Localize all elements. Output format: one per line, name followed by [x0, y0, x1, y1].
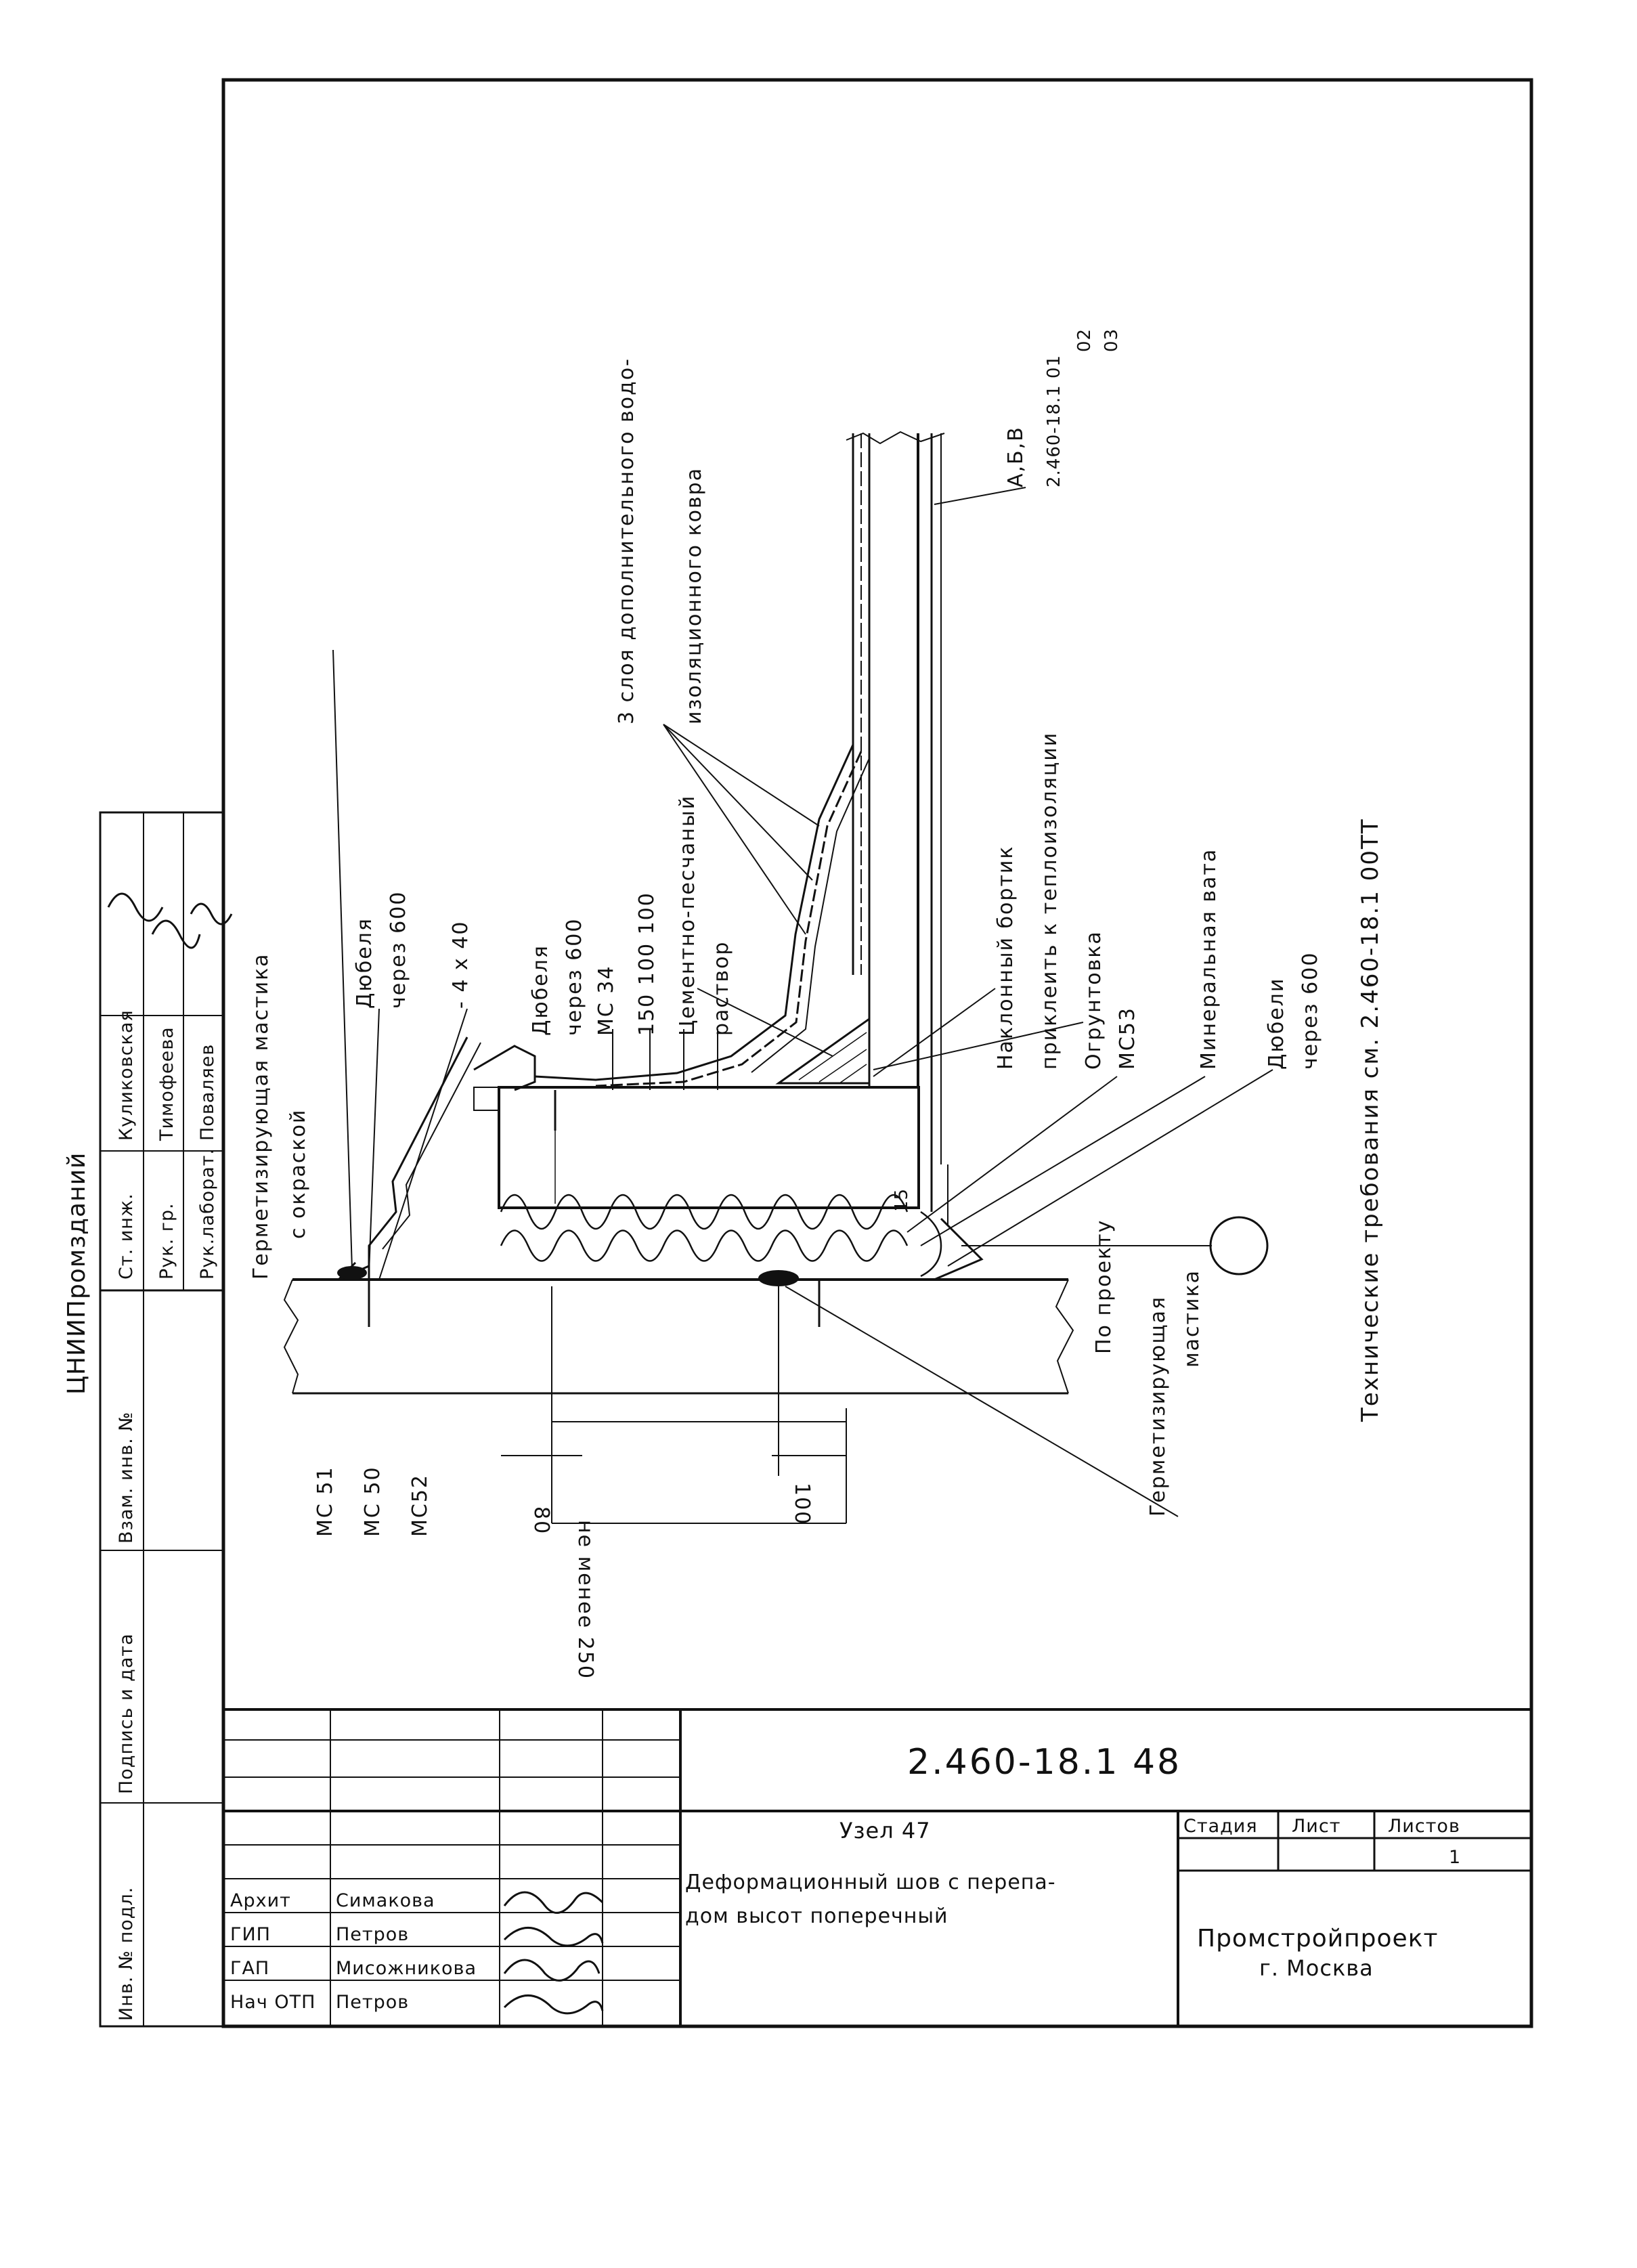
drawing-labels: Герметизирующая мастика с окраской Дюбел…	[249, 328, 1384, 1680]
label-bortik: Наклонный бортик	[994, 845, 1018, 1070]
sheets-value: 1	[1449, 1847, 1461, 1868]
label-layers-l2: изоляционного ковра	[682, 467, 706, 724]
person-name-3: Мисожникова	[336, 1958, 477, 1979]
person-name-1: Симакова	[336, 1890, 435, 1911]
sheet-header: Лист	[1292, 1816, 1340, 1837]
drawing-frame	[221, 78, 1533, 2028]
person-role-4: Нач ОТП	[230, 1992, 315, 2013]
doc-number: 2.460-18.1 48	[907, 1742, 1181, 1783]
label-dowels1-l1: Дюбеля	[353, 917, 376, 1009]
label-sealant2-l1: Герметизирующая	[1146, 1296, 1170, 1517]
label-dowels1-l2: через 600	[387, 891, 410, 1009]
label-mc34: МС 34	[594, 965, 618, 1036]
label-ref-abv-l4: 03	[1101, 328, 1122, 352]
label-dowels3-l1: Дюбели	[1265, 978, 1288, 1070]
label-ref-abv-l1: А,Б,В	[1004, 426, 1028, 487]
label-sealant-l1: Герметизирующая мастика	[249, 953, 273, 1280]
title-block: 2.460-18.1 48 Узел 47 Деформационный шов…	[223, 1708, 1531, 2026]
label-dim15: 15	[892, 1188, 912, 1212]
label-sealant2-l2: мастика	[1180, 1269, 1204, 1368]
person-role-3: ГАП	[230, 1958, 269, 1979]
title-line-1: Деформационный шов с перепа-	[685, 1871, 1056, 1894]
side-stamp-org: ЦНИИПромзданий	[63, 1152, 91, 1395]
side-stamp-role-3: Рук.лаборат.	[197, 1148, 218, 1280]
node-number: Узел 47	[839, 1818, 931, 1844]
org-name: Промстройпроект	[1197, 1925, 1438, 1953]
sheets-header: Листов	[1388, 1816, 1460, 1837]
section-geometry	[283, 431, 1273, 1524]
label-mc52: МС52	[408, 1474, 432, 1537]
label-sealant-l2: с окраской	[286, 1109, 310, 1239]
label-layers-l1: 3 слоя дополнительного водо-	[615, 357, 638, 724]
label-dim80: 80	[529, 1506, 553, 1535]
person-role-1: Архит	[230, 1890, 291, 1911]
label-tech-requirements: Технические требования см. 2.460-18.1 00…	[1357, 818, 1384, 1422]
side-stamp-name-3: Поваляев	[197, 1044, 218, 1141]
left-strip: Взам. инв. № Подпись и дата Инв. № подл.	[99, 1289, 225, 2028]
label-dims-top: 150 100 100	[635, 892, 659, 1036]
side-stamp-role-1: Ст. инж.	[116, 1193, 137, 1280]
col-sign: Подпись и дата	[116, 1633, 137, 1794]
label-dim100: 100	[790, 1483, 814, 1525]
label-mortar-l2: раствор	[710, 941, 733, 1036]
label-dowels2-l1: Дюбеля	[529, 944, 552, 1036]
side-stamp-name-2: Тимофеева	[156, 1026, 177, 1141]
label-ref-abv-l2: 2.460-18.1 01	[1044, 355, 1064, 487]
label-ref-abv-l3: 02	[1074, 328, 1095, 352]
side-stamp: ЦНИИПромзданий Ст. инж. Куликовская Рук.…	[63, 811, 233, 1395]
label-primer: Огрунтовка	[1082, 930, 1106, 1070]
signatures	[503, 1891, 604, 2015]
label-glue: приклеить к теплоизоляции	[1038, 732, 1062, 1070]
person-role-2: ГИП	[230, 1924, 271, 1945]
label-per-project: По проекту	[1092, 1219, 1116, 1354]
label-dowels2-l2: через 600	[563, 918, 586, 1036]
label-mortar-l1: Цементно-песчаный	[676, 795, 699, 1036]
label-strip: - 4 x 40	[449, 921, 473, 1009]
label-mc51: МС 51	[313, 1466, 337, 1537]
label-mc50: МС 50	[361, 1466, 385, 1537]
side-stamp-name-1: Куликовская	[116, 1009, 137, 1141]
label-wool: Минеральная вата	[1197, 848, 1221, 1070]
col-vzam: Взам. инв. №	[116, 1412, 137, 1544]
person-name-4: Петров	[336, 1992, 409, 2013]
title-line-2: дом высот поперечный	[685, 1904, 948, 1928]
stage-header: Стадия	[1183, 1816, 1258, 1837]
label-dim250: не менее 250	[573, 1520, 597, 1680]
label-mc53: МС53	[1116, 1007, 1139, 1070]
label-dowels3-l2: через 600	[1298, 952, 1322, 1070]
col-inv: Инв. № подл.	[116, 1887, 137, 2021]
side-stamp-role-2: Рук. гр.	[156, 1202, 177, 1280]
org-city: г. Москва	[1259, 1955, 1374, 1981]
person-name-2: Петров	[336, 1924, 409, 1945]
